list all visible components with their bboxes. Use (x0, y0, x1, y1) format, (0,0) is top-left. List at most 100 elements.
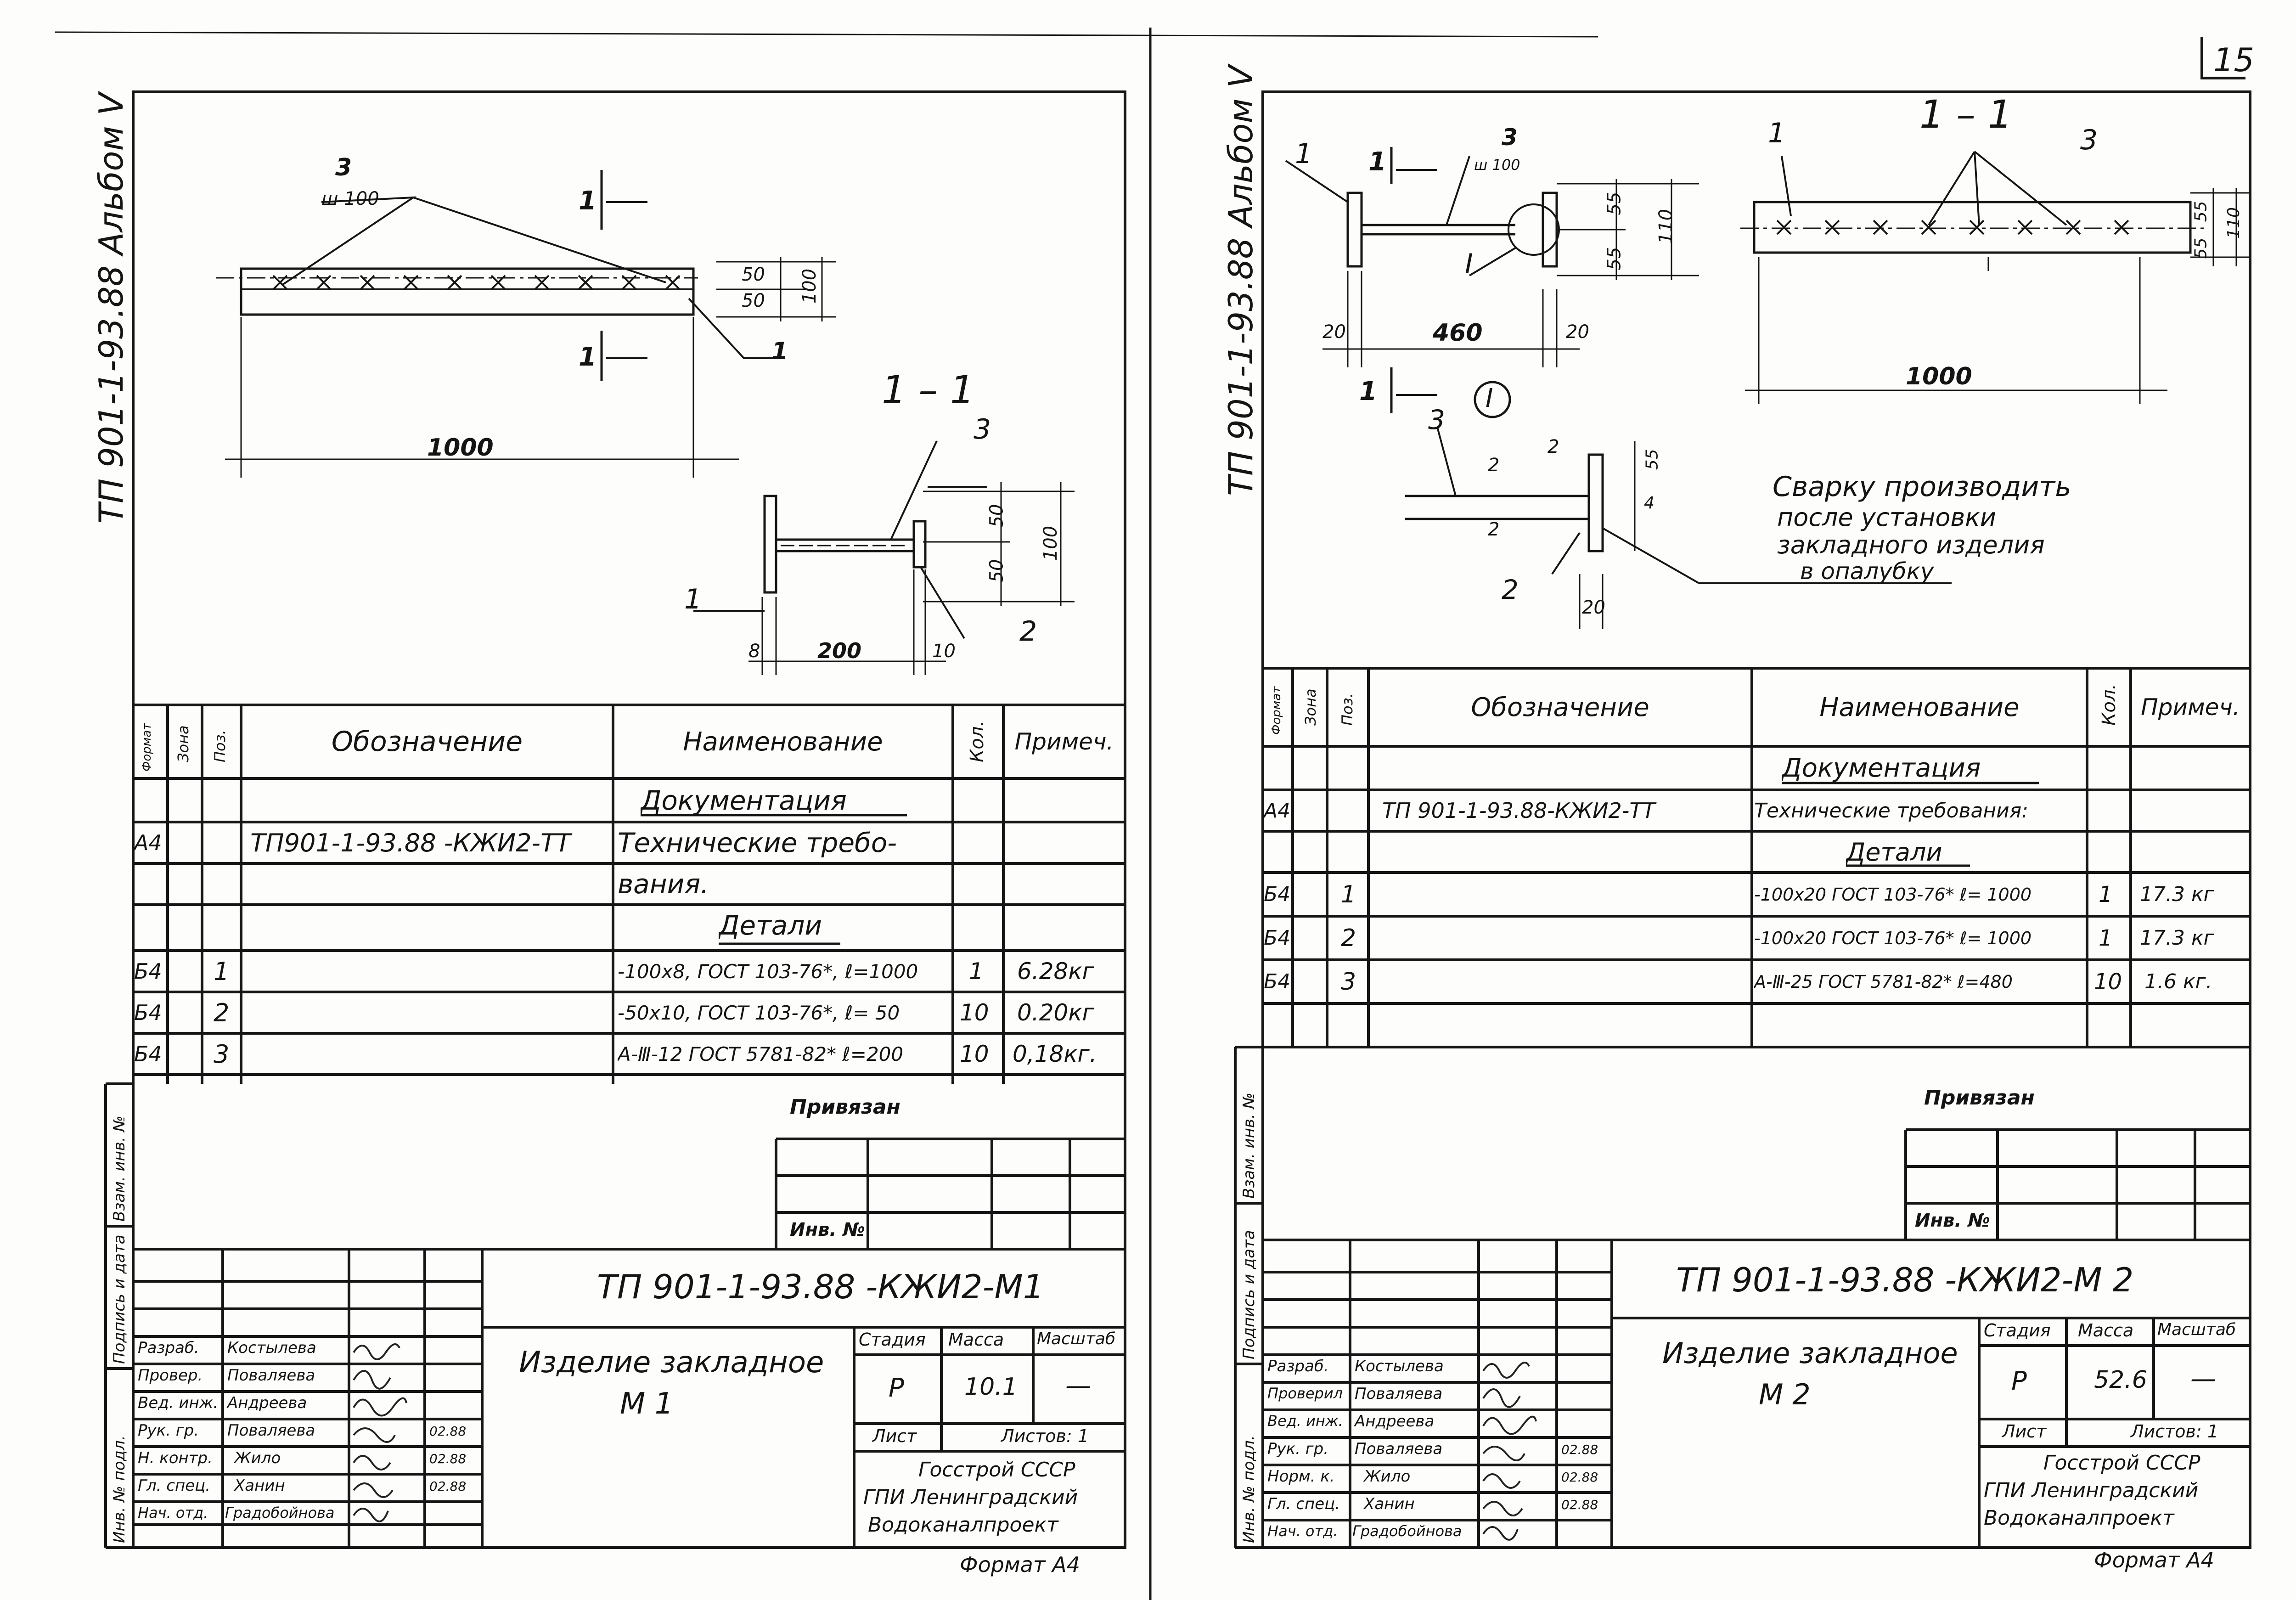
left-row5-note: 0.20кг (1017, 999, 1094, 1026)
left-hdr-note: Примеч. (1014, 728, 1114, 755)
left-hdr-pos: Поз. (211, 730, 229, 762)
right-signatures (1482, 1362, 1537, 1541)
left-row0-name: Документация (641, 784, 847, 816)
left-sec-pos3: 3 (974, 413, 991, 445)
right-org-3: Водоканалпроект (1984, 1506, 2174, 1530)
left-scale-label: Масштаб (1037, 1330, 1116, 1348)
right-sec-dim-55b: 55 (2191, 237, 2211, 259)
right-name-4: Жило (1364, 1467, 1411, 1486)
right-mass: 52.6 (2094, 1366, 2147, 1394)
right-row1-format: А4 (1264, 799, 1291, 823)
right-dim-20b: 20 (1566, 321, 1589, 343)
right-hdr-zone: Зона (1302, 688, 1319, 726)
left-org-2: ГПИ Ленинградский (863, 1486, 1078, 1509)
left-sec-dim-50a: 50 (986, 504, 1007, 528)
left-hdr-format: Формат (140, 723, 154, 772)
right-role-3: Рук. гр. (1267, 1440, 1329, 1458)
right-dim-20a: 20 (1322, 321, 1346, 343)
left-row1-format: А4 (134, 830, 162, 855)
right-row4-pos: 2 (1341, 924, 1356, 952)
right-dim-55a: 55 (1604, 192, 1625, 215)
left-sec-dim-200: 200 (817, 638, 862, 663)
left-section-mark-top: 1 (579, 186, 597, 216)
left-inv-no: Инв. № (790, 1219, 865, 1240)
right-node-weld-2b: 2 (1548, 436, 1559, 457)
left-pos1-callout: 1 (771, 338, 788, 365)
left-role-5: Гл. спец. (138, 1476, 211, 1495)
right-pos3: 3 (1502, 124, 1518, 151)
right-name-3: Поваляева (1355, 1440, 1443, 1458)
left-privyazan: Привязан (790, 1095, 900, 1119)
left-stamp-inv: Инв. № подл. (110, 1435, 129, 1543)
left-row1-designation: ТП901-1-93.88 -КЖИ2-ТТ (250, 828, 571, 857)
left-dim-50b: 50 (742, 290, 765, 311)
right-role-0: Разраб. (1267, 1357, 1329, 1375)
right-pos3-spacing: ш 100 (1474, 156, 1520, 174)
left-sec-pos2: 2 (1019, 615, 1037, 648)
left-item-name: Изделие закладное (519, 1346, 824, 1380)
right-row1-designation: ТП 901-1-93.88-КЖИ2-ТТ (1382, 798, 1655, 823)
right-row5-pos: 3 (1341, 968, 1356, 996)
right-sec-pos1: 1 (1768, 117, 1786, 149)
left-row6-name: А-Ⅲ-12 ГОСТ 5781-82* ℓ=200 (618, 1042, 904, 1065)
right-row5-note: 1.6 кг. (2144, 970, 2212, 993)
left-hdr-qty: Кол. (967, 720, 988, 762)
left-name-5: Ханин (234, 1476, 285, 1495)
left-sheets-label: Листов: 1 (1001, 1426, 1089, 1446)
right-role-6: Нач. отд. (1267, 1522, 1338, 1540)
left-row4-note: 6.28кг (1017, 958, 1094, 985)
right-row5-qty: 10 (2094, 969, 2122, 995)
right-name-1: Поваляева (1355, 1385, 1443, 1403)
left-sec-dim-100: 100 (1040, 525, 1062, 561)
right-role-4: Норм. к. (1267, 1467, 1335, 1486)
right-privyazan: Привязан (1924, 1086, 2035, 1110)
left-role-2: Вед. инж. (138, 1394, 219, 1412)
left-name-6: Градобойнова (225, 1504, 335, 1521)
right-stage-label: Стадия (1984, 1320, 2051, 1341)
left-row1-name: Технические требо- (618, 827, 897, 858)
right-dim-55b: 55 (1604, 247, 1625, 270)
right-node-weld-2a: 2 (1488, 455, 1500, 476)
right-mass-label: Масса (2078, 1320, 2134, 1341)
right-inv-no: Инв. № (1915, 1210, 1990, 1231)
right-sec-dim-1000: 1000 (1906, 363, 1972, 390)
left-name-2: Андреева (227, 1394, 307, 1412)
left-stamp-vzam: Взам. инв. № (110, 1115, 129, 1222)
right-sheets-label: Листов: 1 (2131, 1421, 2219, 1442)
left-sheet-label: Лист (872, 1426, 917, 1446)
right-node-label: I (1465, 248, 1473, 280)
left-sec-pos1: 1 (684, 583, 702, 615)
left-row2-name: вания. (618, 868, 709, 900)
right-date-3: 02.88 (1561, 1442, 1598, 1457)
right-role-1: Проверил (1267, 1385, 1343, 1402)
left-date-4: 02.88 (429, 1451, 467, 1466)
right-hdr-format: Формат (1270, 686, 1283, 735)
right-row3-note: 17.3 кг (2140, 883, 2214, 906)
right-sec-mark-top: 1 (1368, 147, 1386, 177)
left-row6-format: Б4 (134, 1042, 162, 1066)
left-scale: — (1065, 1371, 1091, 1401)
right-row4-qty: 1 (2099, 925, 2113, 951)
right-sec-dim-110: 110 (2224, 207, 2243, 239)
right-row0-name: Документация (1782, 753, 1981, 783)
right-hdr-qty: Кол. (2099, 683, 2120, 726)
right-item-name: Изделие закладное (1662, 1336, 1958, 1370)
left-role-6: Нач. отд. (138, 1504, 208, 1521)
right-org-1: Госстрой СССР (2043, 1451, 2200, 1475)
left-dim-50a: 50 (742, 264, 765, 285)
left-section-mark-bottom: 1 (579, 342, 597, 372)
right-side-code: ТП 901-1-93.88 Альбом V (1221, 65, 1260, 496)
right-node-circle: I (1486, 383, 1493, 413)
right-note-4: в опалубку (1800, 558, 1934, 585)
left-name-4: Жило (234, 1449, 281, 1467)
left-dim-100: 100 (799, 268, 821, 304)
right-name-0: Костылева (1355, 1357, 1444, 1375)
left-format-label: Формат А4 (960, 1552, 1080, 1577)
right-note-3: закладного изделия (1777, 530, 2045, 559)
left-doc-code: ТП 901-1-93.88 -КЖИ2-М1 (597, 1268, 1044, 1306)
left-mass-label: Масса (948, 1330, 1004, 1350)
left-row6-note: 0,18кг. (1013, 1041, 1097, 1067)
right-row4-name: -100х20 ГОСТ 103-76* ℓ= 1000 (1754, 928, 2032, 948)
right-row5-format: Б4 (1264, 970, 1291, 993)
right-hdr-name: Наименование (1819, 692, 2020, 722)
